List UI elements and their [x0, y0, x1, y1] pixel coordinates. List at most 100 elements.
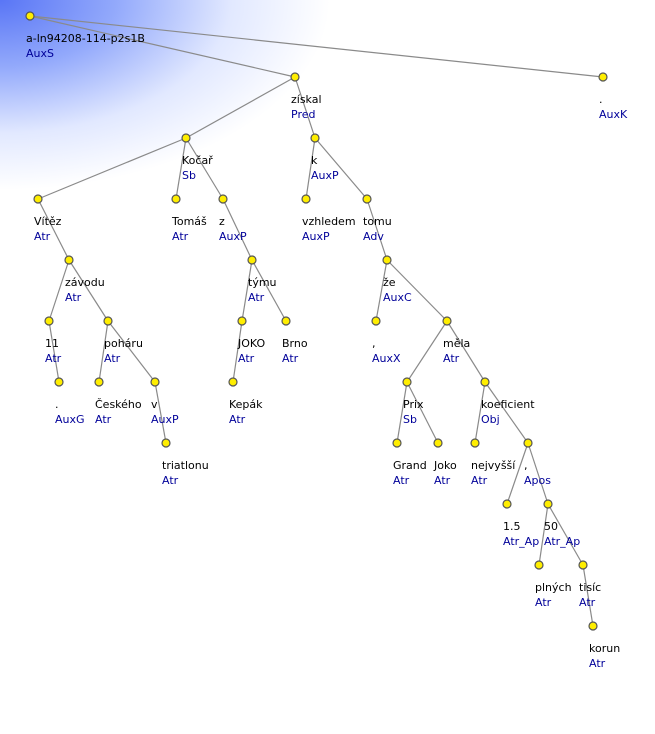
- node-form-label: 1.5: [503, 520, 521, 533]
- tree-edge-koeficient-comma_apos: [484, 381, 529, 444]
- tree-node-n50[interactable]: [543, 499, 553, 509]
- node-function-label: Sb: [182, 169, 196, 182]
- tree-edge-ze-comma_x: [375, 259, 388, 322]
- tree-edge-mela-koeficient: [446, 320, 486, 383]
- node-form-label: triatlonu: [162, 459, 209, 472]
- tree-edge-prix-grand: [396, 381, 408, 444]
- tree-node-vitez[interactable]: [33, 194, 43, 204]
- tree-node-plnych[interactable]: [534, 560, 544, 570]
- node-function-label: Obj: [481, 413, 500, 426]
- node-function-label: Atr: [34, 230, 51, 243]
- tree-node-z[interactable]: [218, 194, 228, 204]
- tree-node-koeficient[interactable]: [480, 377, 490, 387]
- tree-edge-prix-joko2: [406, 381, 439, 444]
- node-form-label: plných: [535, 581, 572, 594]
- node-form-label: koeficient: [481, 398, 535, 411]
- tree-node-tomas[interactable]: [171, 194, 181, 204]
- tree-edge-vitez-zavodu: [37, 198, 70, 261]
- node-form-label: Českého: [95, 398, 142, 411]
- tree-edge-tomu-ze: [366, 198, 388, 261]
- tree-node-n15[interactable]: [502, 499, 512, 509]
- node-function-label: AuxP: [151, 413, 179, 426]
- tree-node-ceskeho[interactable]: [94, 377, 104, 387]
- node-function-label: Pred: [291, 108, 315, 121]
- tree-edge-kocar-vitez: [37, 137, 187, 200]
- node-function-label: AuxP: [219, 230, 247, 243]
- node-form-label: 11: [45, 337, 59, 350]
- tree-edge-mela-prix: [406, 320, 448, 383]
- tree-node-tymu[interactable]: [247, 255, 257, 265]
- tree-node-kocar[interactable]: [181, 133, 191, 143]
- node-form-label: Joko: [433, 459, 457, 472]
- node-function-label: Atr_Ap: [503, 535, 539, 548]
- tree-node-ziskal[interactable]: [290, 72, 300, 82]
- tree-node-k[interactable]: [310, 133, 320, 143]
- tree-node-grand[interactable]: [392, 438, 402, 448]
- node-form-label: a-ln94208-114-p2s1B: [26, 32, 145, 45]
- node-form-label: tomu: [363, 215, 392, 228]
- tree-node-tisic[interactable]: [578, 560, 588, 570]
- node-function-label: Apos: [524, 474, 551, 487]
- tree-node-zavodu[interactable]: [64, 255, 74, 265]
- node-form-label: ,: [524, 459, 528, 472]
- tree-node-prix[interactable]: [402, 377, 412, 387]
- node-form-label: JOKO: [237, 337, 266, 350]
- tree-node-dot_k[interactable]: [598, 72, 608, 82]
- tree-node-poharu[interactable]: [103, 316, 113, 326]
- tree-edge-n11-dot_g: [48, 320, 60, 383]
- node-function-label: AuxC: [383, 291, 412, 304]
- node-function-label: AuxP: [302, 230, 330, 243]
- node-function-label: Atr: [393, 474, 410, 487]
- node-function-label: Atr: [172, 230, 189, 243]
- node-function-label: Atr: [238, 352, 255, 365]
- tree-node-n11[interactable]: [44, 316, 54, 326]
- node-function-label: Atr: [282, 352, 299, 365]
- tree-node-comma_apos[interactable]: [523, 438, 533, 448]
- node-function-label: Atr: [443, 352, 460, 365]
- node-form-label: Kepák: [229, 398, 263, 411]
- node-form-label: korun: [589, 642, 620, 655]
- tree-node-nejvyssi[interactable]: [470, 438, 480, 448]
- tree-node-korun[interactable]: [588, 621, 598, 631]
- node-form-label: Prix: [403, 398, 424, 411]
- tree-edge-v-triatlonu: [154, 381, 167, 444]
- tree-node-kepak[interactable]: [228, 377, 238, 387]
- tree-node-tomu[interactable]: [362, 194, 372, 204]
- tree-node-comma_x[interactable]: [371, 316, 381, 326]
- node-function-label: Atr: [589, 657, 606, 670]
- tree-edge-tymu-joko1: [241, 259, 253, 322]
- tree-node-joko1[interactable]: [237, 316, 247, 326]
- node-function-label: AuxP: [311, 169, 339, 182]
- tree-node-v[interactable]: [150, 377, 160, 387]
- node-form-label: nejvyšší: [471, 459, 516, 472]
- node-function-label: AuxX: [372, 352, 401, 365]
- node-form-label: Brno: [282, 337, 308, 350]
- tree-edge-kocar-tomas: [175, 137, 187, 200]
- node-function-label: AuxS: [26, 47, 54, 60]
- tree-node-vzhledem[interactable]: [301, 194, 311, 204]
- tree-node-root[interactable]: [25, 11, 35, 21]
- node-function-label: Atr: [535, 596, 552, 609]
- tree-node-dot_g[interactable]: [54, 377, 64, 387]
- tree-node-brno[interactable]: [281, 316, 291, 326]
- tree-edge-poharu-ceskeho: [98, 320, 109, 383]
- node-form-label: týmu: [248, 276, 277, 289]
- node-form-label: z: [219, 215, 225, 228]
- tree-node-mela[interactable]: [442, 316, 452, 326]
- tree-node-triatlonu[interactable]: [161, 438, 171, 448]
- node-form-label: tisíc: [579, 581, 601, 594]
- tree-edge-comma_apos-n15: [506, 442, 529, 505]
- node-form-label: Grand: [393, 459, 427, 472]
- node-function-label: Atr: [471, 474, 488, 487]
- tree-edge-k-vzhledem: [305, 137, 316, 200]
- node-form-label: Vítěz: [34, 215, 62, 228]
- tree-edge-tymu-brno: [251, 259, 287, 322]
- tree-node-joko2[interactable]: [433, 438, 443, 448]
- node-function-label: Atr: [248, 291, 265, 304]
- tree-node-ze[interactable]: [382, 255, 392, 265]
- node-form-label: Kočař: [182, 154, 213, 167]
- node-form-label: vzhledem: [302, 215, 356, 228]
- node-form-label: v: [151, 398, 158, 411]
- tree-edge-zavodu-poharu: [68, 259, 109, 322]
